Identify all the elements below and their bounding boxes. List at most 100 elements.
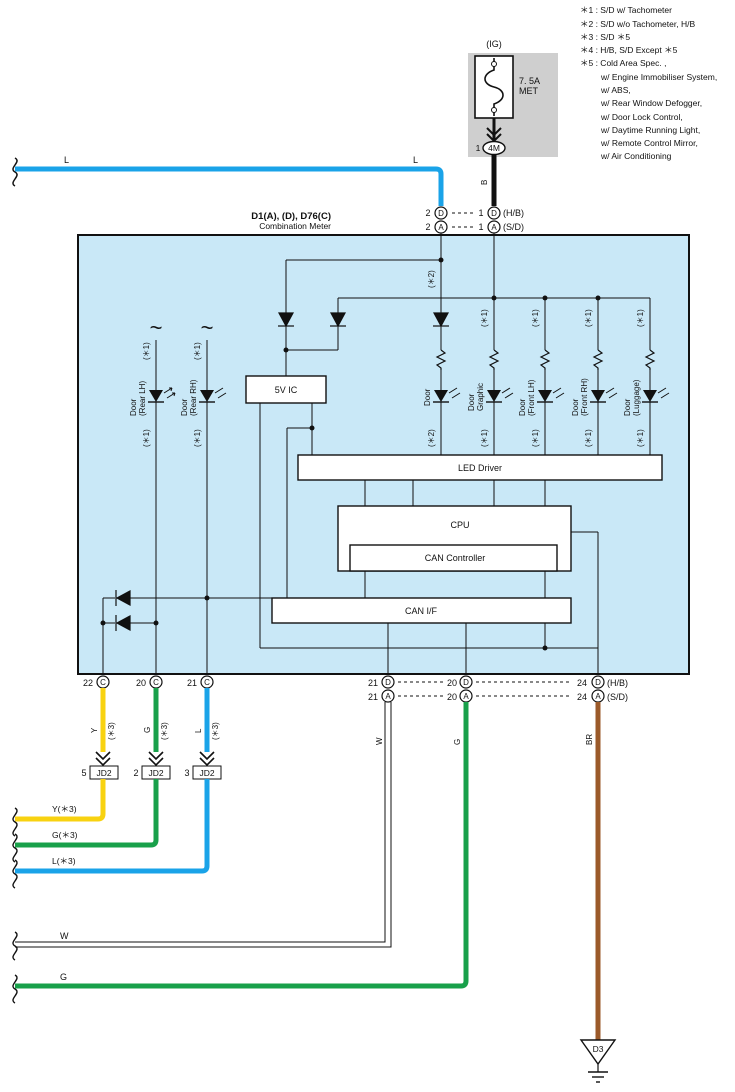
note-5b: w/ ABS, — [600, 85, 631, 95]
svg-text:(Rear RH): (Rear RH) — [189, 379, 198, 416]
fuse-ig-label: (IG) — [486, 39, 502, 49]
fuse-pin: 1 — [476, 143, 481, 153]
svg-text:C: C — [204, 678, 210, 687]
svg-text:G: G — [60, 972, 67, 982]
svg-text:Door: Door — [571, 398, 580, 416]
bottom-wires: Y (＊3) G (＊3) L (＊3) JD2 5 JD2 2 JD2 3 Y… — [12, 688, 601, 1040]
svg-text:(＊2): (＊2) — [427, 429, 436, 447]
svg-text:21: 21 — [368, 678, 378, 688]
svg-text:Door: Door — [467, 393, 476, 411]
notes-block: ＊1 : S/D w/ Tachometer ＊2 : S/D w/o Tach… — [580, 5, 717, 161]
svg-text:1: 1 — [478, 208, 483, 218]
svg-text:A: A — [438, 223, 444, 232]
fuse-block: (IG) 7. 5A MET 4M 1 — [468, 39, 558, 157]
svg-text:20: 20 — [447, 692, 457, 702]
svg-text:G: G — [453, 739, 462, 745]
svg-text:20: 20 — [136, 678, 146, 688]
svg-text:(＊1): (＊1) — [531, 429, 540, 447]
svg-text:D: D — [595, 678, 601, 687]
svg-text:22: 22 — [83, 678, 93, 688]
svg-text:C: C — [100, 678, 106, 687]
svg-text:5: 5 — [81, 768, 86, 778]
svg-text:(＊3): (＊3) — [160, 722, 169, 740]
wire-l-top — [15, 166, 444, 206]
svg-text:W: W — [375, 737, 384, 745]
svg-text:G: G — [143, 727, 152, 733]
svg-text:1: 1 — [478, 222, 483, 232]
svg-text:A: A — [595, 692, 601, 701]
fuse-name: MET — [519, 86, 539, 96]
svg-text:2: 2 — [425, 222, 430, 232]
svg-text:(＊3): (＊3) — [107, 722, 116, 740]
svg-text:(Luggage): (Luggage) — [632, 379, 641, 416]
note-1: ＊1 : S/D w/ Tachometer — [580, 5, 672, 15]
svg-text:(＊1): (＊1) — [636, 309, 645, 327]
note-5g: w/ Air Conditioning — [600, 151, 672, 161]
svg-text:(＊2): (＊2) — [427, 270, 436, 288]
note-5d: w/ Door Lock Control, — [600, 112, 683, 122]
svg-text:Door: Door — [623, 398, 632, 416]
svg-text:Door: Door — [129, 398, 138, 416]
leds — [148, 387, 670, 403]
svg-text:24: 24 — [577, 692, 587, 702]
svg-text:21: 21 — [187, 678, 197, 688]
note-2: ＊2 : S/D w/o Tachometer, H/B — [580, 19, 695, 29]
svg-text:JD2: JD2 — [96, 768, 111, 778]
led-labels: Door (Rear LH) Door (Rear RH) Door Door … — [129, 378, 641, 416]
svg-text:A: A — [491, 223, 497, 232]
note-4: ＊4 : H/B, S/D Except ＊5 — [580, 45, 678, 55]
svg-text:(＊1): (＊1) — [584, 309, 593, 327]
meter-blocks: 5V IC LED Driver CPU CAN Controller CAN … — [245, 375, 663, 624]
svg-text:D: D — [438, 209, 444, 218]
svg-text:(Front LH): (Front LH) — [527, 379, 536, 416]
svg-text:D: D — [463, 678, 469, 687]
svg-text:Graphic: Graphic — [476, 383, 485, 411]
block-led-driver-label: LED Driver — [458, 463, 502, 473]
block-can-controller — [349, 544, 558, 572]
svg-text:(＊1): (＊1) — [193, 429, 202, 447]
block-led-driver — [297, 454, 663, 481]
label-hb-bottom: (H/B) — [607, 678, 628, 688]
svg-text:3: 3 — [184, 768, 189, 778]
block-can-if-label: CAN I/F — [405, 606, 438, 616]
label-sd-bottom: (S/D) — [607, 692, 628, 702]
ground-d3: D3 — [579, 1039, 617, 1083]
svg-text:BR: BR — [585, 734, 594, 745]
svg-text:D: D — [385, 678, 391, 687]
meter-name: Combination Meter — [259, 221, 331, 231]
svg-text:G(＊3): G(＊3) — [52, 830, 78, 840]
resistors — [435, 349, 656, 370]
led-front-lh — [537, 387, 565, 403]
svg-text:JD2: JD2 — [148, 768, 163, 778]
note-3: ＊3 : S/D ＊5 — [580, 32, 630, 42]
svg-text:L(＊3): L(＊3) — [52, 856, 76, 866]
svg-text:Y: Y — [90, 727, 99, 733]
svg-text:JD2: JD2 — [199, 768, 214, 778]
note-5: ＊5 : Cold Area Spec. , — [580, 58, 666, 68]
svg-text:A: A — [385, 692, 391, 701]
svg-text:(Rear LH): (Rear LH) — [138, 381, 147, 416]
meter-connector-label: D1(A), (D), D76(C) — [251, 211, 331, 222]
svg-text:L: L — [194, 728, 203, 733]
note-5c: w/ Rear Window Defogger, — [600, 98, 702, 108]
ground-label: D3 — [593, 1044, 604, 1054]
svg-text:C: C — [153, 678, 159, 687]
svg-text:(＊1): (＊1) — [480, 429, 489, 447]
svg-text:W: W — [60, 931, 69, 941]
label-hb-top: (H/B) — [503, 208, 524, 218]
svg-text:D: D — [491, 209, 497, 218]
wire-label-l-left: L — [64, 155, 69, 165]
svg-text:(＊1): (＊1) — [584, 429, 593, 447]
fuse-rating: 7. 5A — [519, 76, 540, 86]
led-graphic — [486, 387, 514, 403]
svg-text:24: 24 — [577, 678, 587, 688]
led-rear-lh — [148, 387, 176, 403]
svg-text:Y(＊3): Y(＊3) — [52, 804, 77, 814]
svg-text:(＊3): (＊3) — [211, 722, 220, 740]
connector-4m — [482, 140, 506, 156]
svg-text:2: 2 — [425, 208, 430, 218]
svg-text:(＊1): (＊1) — [193, 342, 202, 360]
fuse-icon — [484, 58, 504, 116]
svg-text:Door: Door — [518, 398, 527, 416]
bottom-connectors: C 22 C 20 C 21 D A 21 21 20 20 D A 24 24… — [83, 675, 628, 703]
